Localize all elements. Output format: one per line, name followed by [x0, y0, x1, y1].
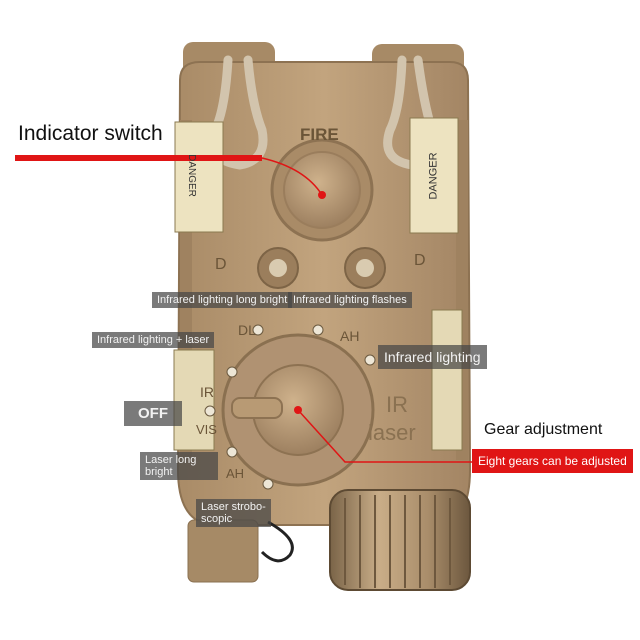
mode-indicator-2: [312, 324, 324, 336]
indicator-switch-title: Indicator switch: [18, 122, 163, 145]
danger-marking-left: DANGER: [185, 154, 197, 197]
indicator-callout-line: [261, 157, 323, 196]
d-marking-left: D: [215, 256, 227, 273]
fire-button[interactable]: [283, 151, 361, 229]
dl-marking: DL: [238, 322, 256, 338]
warning-label-left: [174, 121, 224, 233]
side-label-right: [431, 309, 463, 451]
ah-marking-top: AH: [340, 328, 360, 344]
mode-ir-long-bright: Infrared lighting long bright: [152, 292, 293, 308]
gear-adjustment-title: Gear adjustment: [484, 421, 603, 438]
d-marking-right: D: [414, 252, 426, 269]
ah-marking-bottom: AH: [226, 466, 245, 481]
adjust-screw-left-center: [269, 259, 287, 277]
mode-ir-lighting: Infrared lighting: [378, 345, 487, 369]
mode-off: OFF: [124, 401, 182, 426]
mode-indicator-4: [364, 354, 376, 366]
ir-marking: IR: [200, 384, 214, 400]
vis-marking: VIS: [196, 422, 217, 437]
indicator-callout-dot: [318, 191, 326, 199]
selector-lever[interactable]: [231, 397, 283, 419]
mode-laser-long-bright: Laser long bright: [140, 452, 218, 480]
mode-ir-plus-laser: Infrared lighting + laser: [92, 332, 215, 348]
mode-indicator-3: [226, 366, 238, 378]
side-label-left: [173, 349, 215, 451]
fire-marking: FIRE: [300, 125, 339, 144]
lanyard-cord: [260, 520, 294, 563]
warning-label-right: [409, 117, 459, 234]
wire-loop-left: [208, 55, 268, 170]
mode-laser-strobe: Laser strobo- scopic: [196, 499, 271, 527]
mode-indicator-6: [226, 446, 238, 458]
mode-indicator-5: [204, 405, 216, 417]
mode-indicator-7: [262, 478, 274, 490]
mode-ir-flashes: Infrared lighting flashes: [288, 292, 412, 308]
adjust-screw-right-center: [356, 259, 374, 277]
laser-marking: laser: [368, 420, 416, 445]
ir-laser-marking: IR: [386, 392, 408, 417]
gear-callout-line: [297, 409, 474, 463]
mode-indicator-1: [252, 324, 264, 336]
danger-marking-right: DANGER: [427, 152, 440, 200]
eight-gears-tag: Eight gears can be adjusted: [472, 449, 633, 473]
gear-callout-dot: [294, 406, 302, 414]
connector-port: [187, 519, 259, 583]
